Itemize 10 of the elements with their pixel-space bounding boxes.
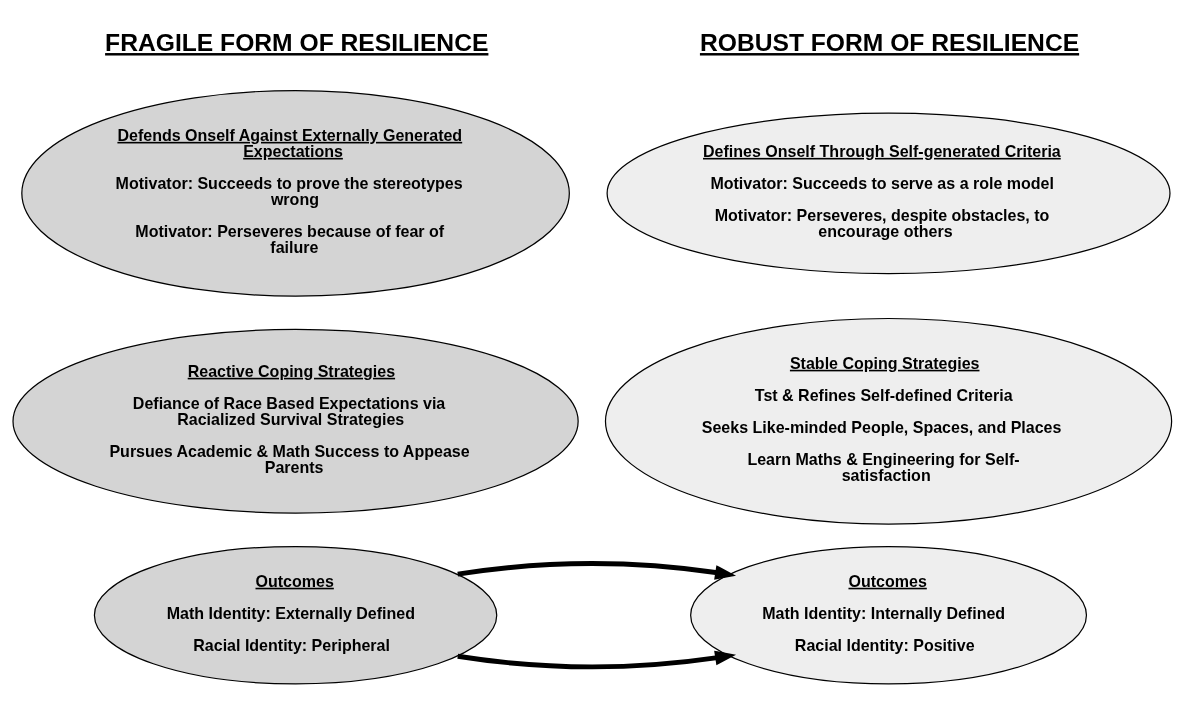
- node-ellipse: Defines Onself Through Self-generated Criteria Motivator: Succeeds to serve as a role model Motivator: Perseveres, despite obstacles, to encourage others: [606, 112, 1171, 275]
- node-ellipse: Reactive Coping Strategies Defiance of Race Based Expectations via Racialized Survival Strategies Pursues Academic & Math Success to Appease Parents: [12, 328, 579, 514]
- node-ellipse: Outcomes Math Identity: Externally Defined Racial Identity: Peripheral: [93, 545, 498, 685]
- label: ROBUST FORM OF RESILIENCE: [699, 29, 1080, 57]
- node-ellipse: Outcomes Math Identity: Internally Defined Racial Identity: Positive: [690, 545, 1088, 685]
- arrow: [457, 650, 737, 670]
- node-ellipse: Stable Coping Strategies Tst & Refines Self-defined Criteria Seeks Like-minded People, Spaces, and Places Learn Maths & Engineering for Self-satisfaction: [604, 317, 1173, 525]
- node-ellipse: Defends Onself Against Externally Generated Expectations Motivator: Succeeds to prove the stereotypes wrong Motivator: Perseveres because of fear of failure: [21, 89, 570, 297]
- label: FRAGILE FORM OF RESILIENCE: [105, 29, 489, 57]
- arrow: [457, 561, 737, 580]
